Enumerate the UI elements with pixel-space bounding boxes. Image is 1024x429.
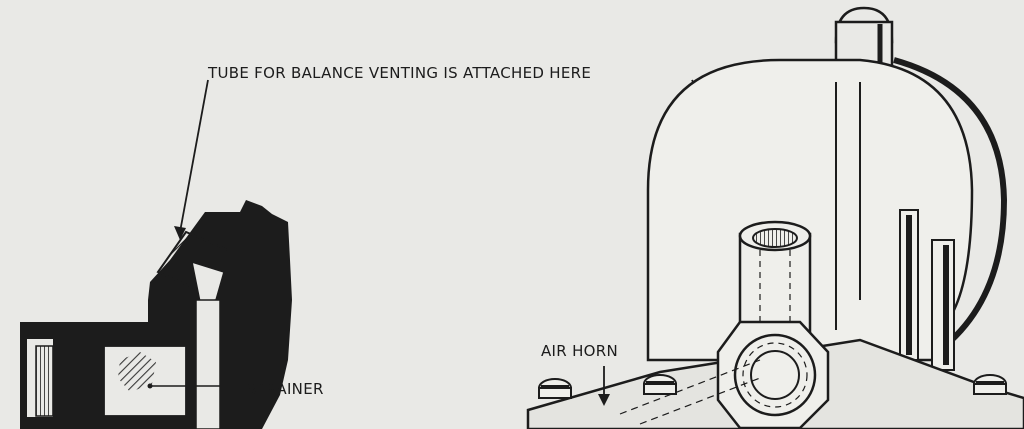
air-horn-label: AIR HORN [541,342,619,360]
screw-icon [973,374,1007,395]
balance-venting-tube-label: TUBE FOR BALANCE VENTING IS ATTACHED HER… [208,64,592,82]
strainer-label: STRAINER [247,380,324,398]
inlet-housing-section [20,200,292,429]
screw-icon [538,378,572,399]
screw-icon [643,374,677,395]
air-horn-assembly [526,6,1024,429]
